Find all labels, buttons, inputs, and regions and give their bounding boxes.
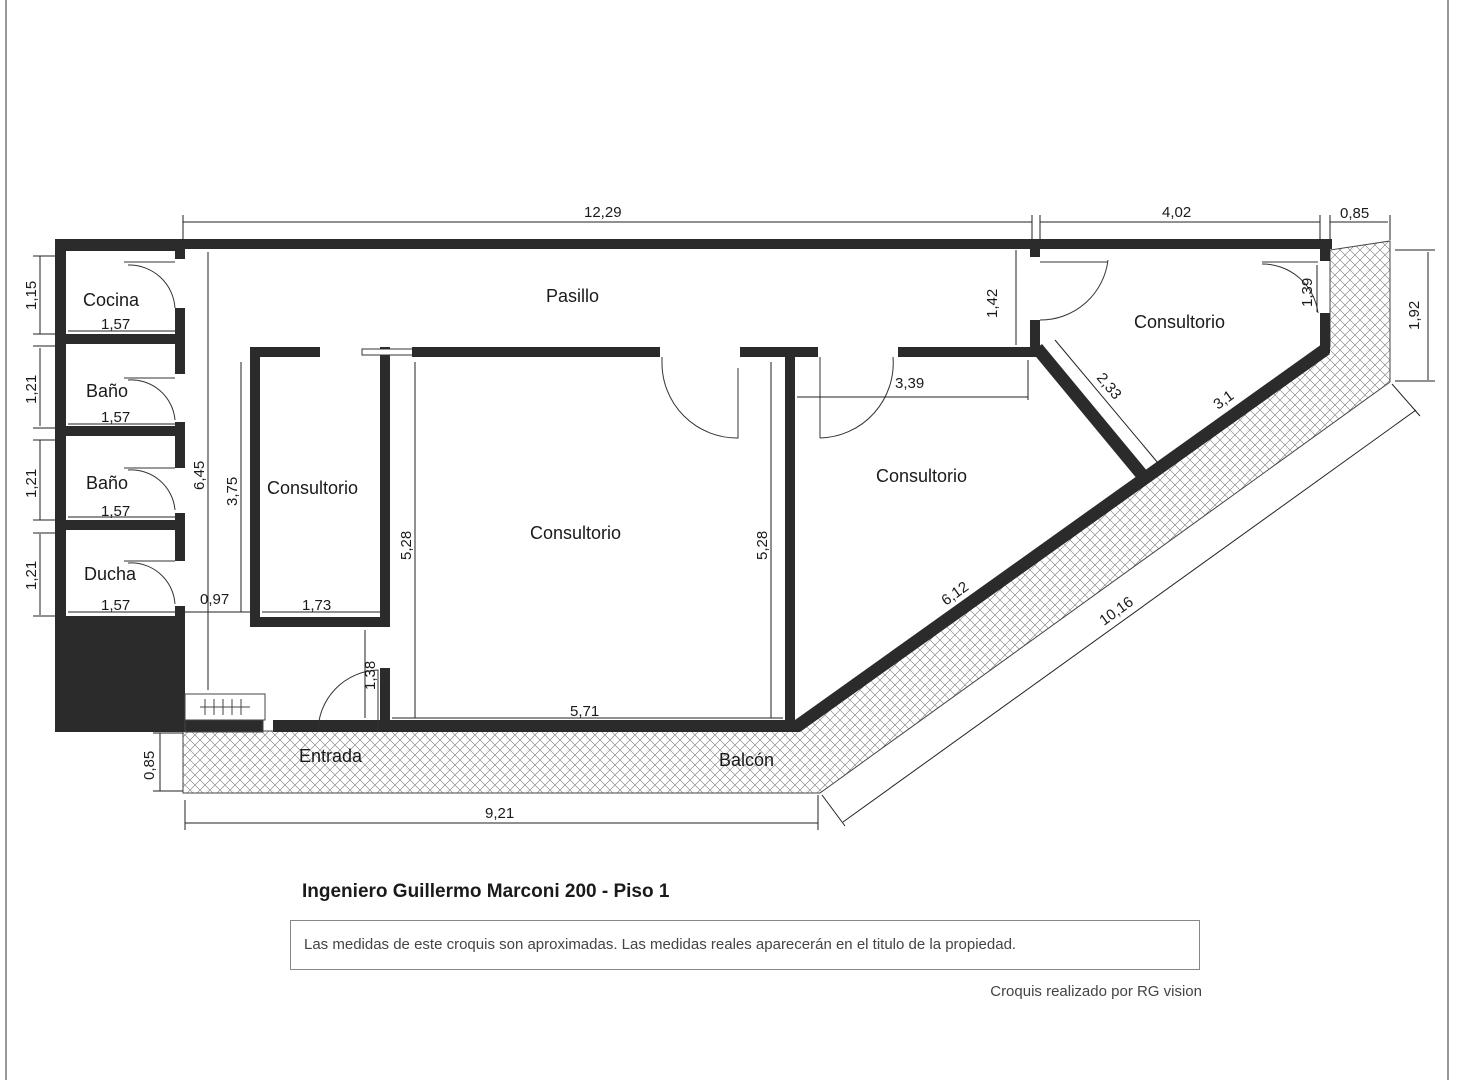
wall-small-top <box>250 347 320 357</box>
wall-bottom <box>273 720 800 732</box>
door-bano-2 <box>124 467 176 511</box>
wall-small-bottom <box>250 617 390 627</box>
dim-small-width: 1,73 <box>302 597 331 614</box>
wall-corner-left-top <box>1030 239 1040 257</box>
wall-corner-left-bottom <box>1030 320 1040 357</box>
door-corner-2 <box>1261 261 1319 314</box>
wall-service-right-3 <box>175 422 185 468</box>
dim-bano2-height: 1,21 <box>23 469 40 498</box>
wall-corner-diagonal <box>1032 344 1148 480</box>
dim-diag-short: 2,33 <box>1093 370 1125 403</box>
dim-balcony-depth: 0,85 <box>141 751 158 780</box>
room-label-pasillo: Pasillo <box>546 286 599 306</box>
room-label-consultorio-right: Consultorio <box>876 466 967 486</box>
dim-bano2-width: 1,57 <box>101 503 130 520</box>
wall-right-mid <box>1320 313 1330 353</box>
wall-service-right-5 <box>175 606 185 620</box>
dim-bano1-width: 1,57 <box>101 409 130 426</box>
wall-cocina-bottom <box>55 334 185 344</box>
door-entrada <box>317 669 379 733</box>
credit-text: Croquis realizado por RG vision <box>990 983 1202 1000</box>
dim-top-right: 4,02 <box>1162 204 1191 221</box>
walls <box>55 239 1332 733</box>
room-label-cocina: Cocina <box>83 290 140 310</box>
wall-bano1-bottom <box>55 426 185 436</box>
dim-entry-height: 1,38 <box>362 661 379 690</box>
dim-top-total: 12,29 <box>584 204 622 221</box>
wall-right-top <box>1320 239 1330 261</box>
dim-center-left-height: 5,28 <box>398 531 415 560</box>
dimension-lines <box>33 215 1435 830</box>
door-ducha <box>124 560 176 605</box>
dim-center-width: 5,71 <box>570 703 599 720</box>
dim-ducha-height: 1,21 <box>23 561 40 590</box>
wall-center-top-2 <box>740 347 818 357</box>
dim-left-long: 6,45 <box>191 461 208 490</box>
door-bano-1 <box>124 377 176 421</box>
address-title: Ingeniero Guillermo Marconi 200 - Piso 1 <box>302 881 670 902</box>
room-label-balcon: Balcón <box>719 750 774 770</box>
door-corner-1 <box>1039 259 1109 321</box>
disclaimer-box: Las medidas de este croquis son aproxima… <box>290 920 1200 970</box>
dim-small-height: 3,75 <box>224 477 241 506</box>
disclaimer-text: Las medidas de este croquis son aproxima… <box>304 936 1017 953</box>
wall-diagonal <box>795 344 1330 732</box>
wall-center-left-lower <box>380 668 390 732</box>
dim-cocina-height: 1,15 <box>23 281 40 310</box>
wall-top <box>185 239 1332 249</box>
wall-center-right <box>785 347 795 730</box>
room-label-bano-2: Baño <box>86 473 128 493</box>
dim-bano1-height: 1,21 <box>23 375 40 404</box>
dim-balcony-width: 9,21 <box>485 805 514 822</box>
room-label-consultorio-corner: Consultorio <box>1134 312 1225 332</box>
dim-corridor-gap: 0,97 <box>200 591 229 608</box>
room-label-consultorio-small: Consultorio <box>267 478 358 498</box>
dim-top-corner: 0,85 <box>1340 205 1369 222</box>
room-labels: Cocina Pasillo Baño Baño Ducha Consultor… <box>83 286 1225 770</box>
wall-small-left <box>250 347 260 627</box>
wall-service-right-2 <box>175 308 185 374</box>
wall-service-right-1 <box>175 249 185 259</box>
wall-bottom-left-solid <box>55 616 185 732</box>
dim-corner-height: 1,42 <box>984 289 1001 318</box>
sliding-door <box>361 348 415 356</box>
dim-center-right-height: 5,28 <box>754 531 771 560</box>
door-cocina <box>124 261 176 309</box>
room-label-ducha: Ducha <box>84 564 137 584</box>
doors <box>124 259 1319 733</box>
dim-corner-door: 1,39 <box>1299 278 1316 307</box>
dim-ducha-width: 1,57 <box>101 597 130 614</box>
room-label-bano-1: Baño <box>86 381 128 401</box>
wall-right-top-1 <box>898 347 1040 357</box>
door-center-1 <box>661 357 739 439</box>
room-label-consultorio-center: Consultorio <box>530 523 621 543</box>
wall-center-top-1 <box>412 347 660 357</box>
dim-right-side: 1,92 <box>1406 301 1423 330</box>
wall-bottom-stub <box>184 719 264 733</box>
room-label-entrada: Entrada <box>299 746 363 766</box>
wall-center-left <box>380 347 390 627</box>
dim-balcony-diag: 10,16 <box>1096 593 1136 629</box>
wall-top-left-block <box>55 239 185 251</box>
dim-cocina-width: 1,57 <box>101 316 130 333</box>
wall-bano2-bottom <box>55 520 185 530</box>
dim-right-top-width: 3,39 <box>895 375 924 392</box>
stair-vent <box>184 693 266 721</box>
wall-service-right-4 <box>175 513 185 561</box>
